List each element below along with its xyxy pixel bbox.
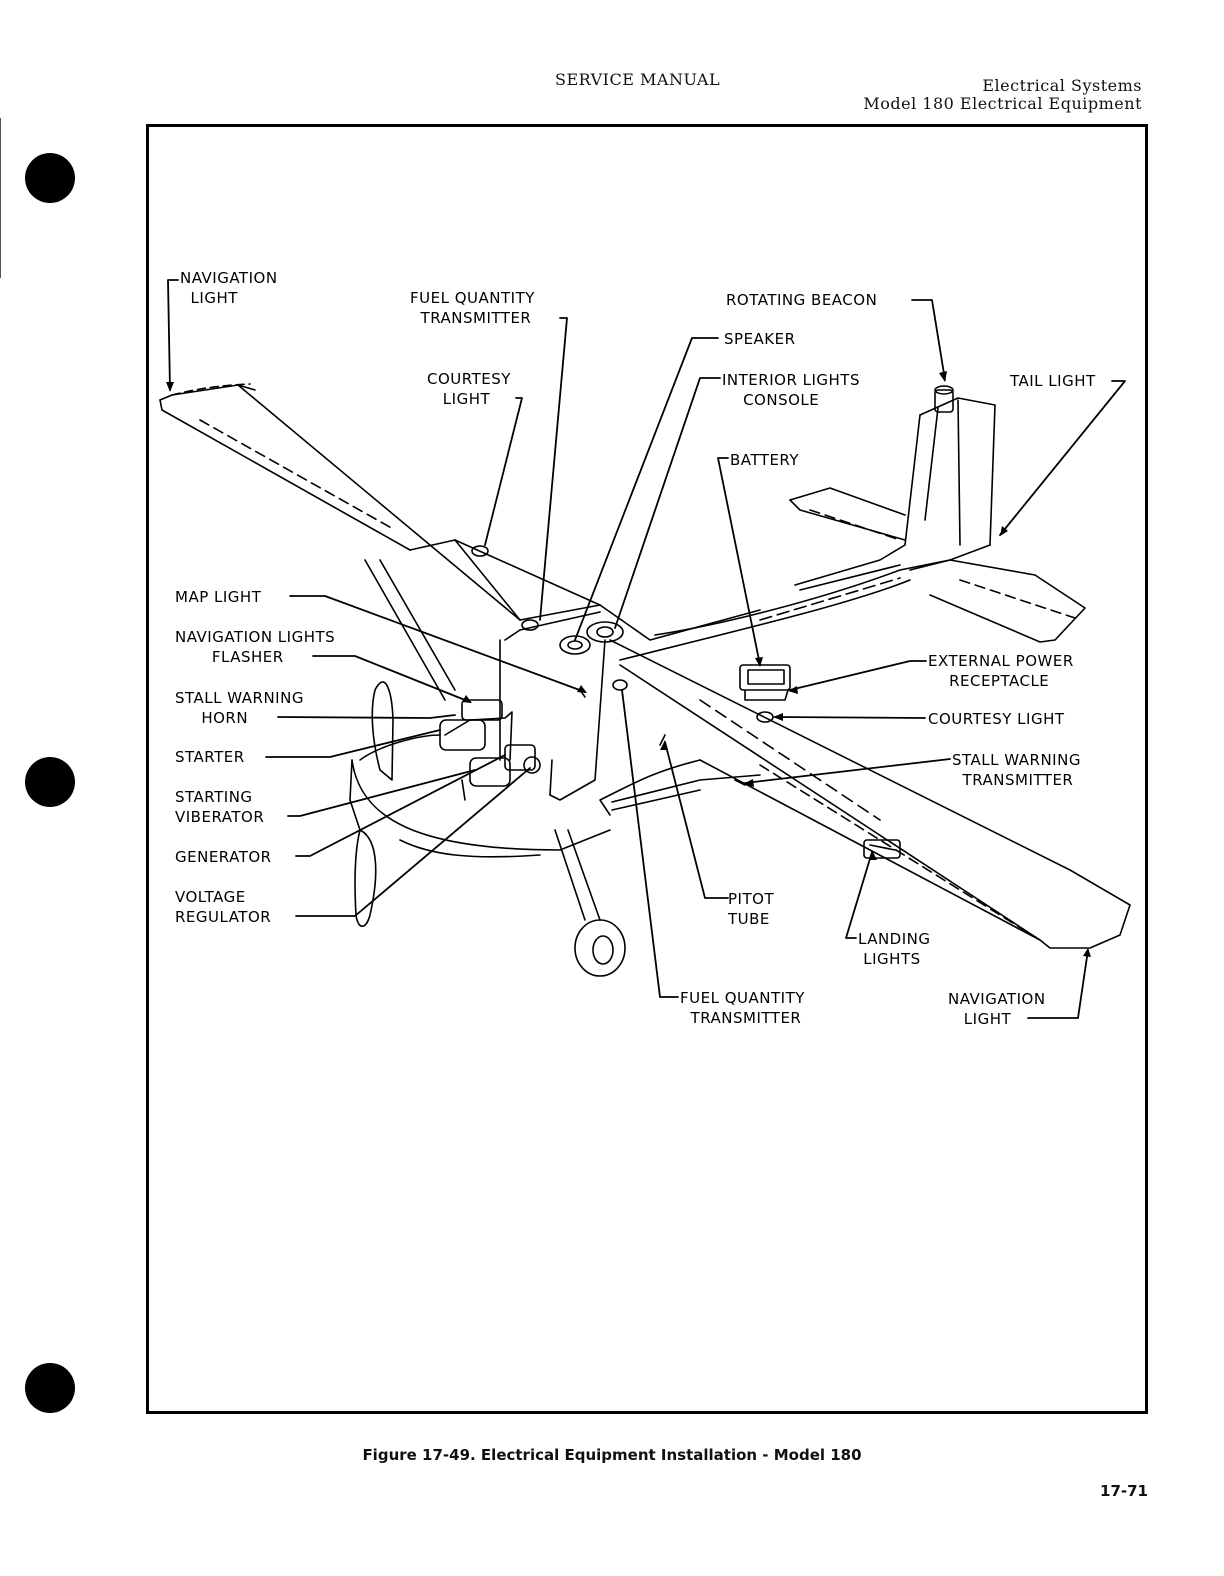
label-starter: STARTER — [175, 748, 245, 766]
header-manual-title: SERVICE MANUAL — [555, 70, 721, 89]
label-pitot-tube: PITOT TUBE — [728, 890, 775, 928]
arrowheads — [166, 371, 1091, 957]
propeller — [349, 681, 394, 928]
left-wing — [159, 383, 521, 621]
label-map-light: MAP LIGHT — [175, 588, 262, 606]
label-stall-warning-horn: STALL WARNING HORN — [175, 689, 304, 727]
label-external-power-receptacle: EXTERNAL POWER RECEPTACLE — [928, 652, 1074, 690]
label-starting-vibrator: STARTING VIBERATOR — [175, 788, 265, 826]
label-voltage-regulator: VOLTAGE REGULATOR — [175, 888, 272, 926]
figure-caption: Figure 17-49. Electrical Equipment Insta… — [362, 1446, 862, 1464]
label-navigation-lights-flasher: NAVIGATION LIGHTS FLASHER — [175, 628, 336, 666]
label-speaker: SPEAKER — [724, 330, 796, 348]
punch-hole-icon — [25, 153, 75, 203]
header-subsection-title: Model 180 Electrical Equipment — [863, 94, 1142, 113]
label-stall-warning-transmitter: STALL WARNING TRANSMITTER — [952, 751, 1081, 789]
label-fuel-quantity-transmitter-upper: FUEL QUANTITY TRANSMITTER — [410, 289, 535, 327]
label-courtesy-light-upper: COURTESY LIGHT — [427, 370, 511, 408]
punch-hole-icon — [25, 757, 75, 807]
label-generator: GENERATOR — [175, 848, 272, 866]
label-navigation-light-left: NAVIGATION LIGHT — [180, 269, 278, 307]
label-landing-lights: LANDING LIGHTS — [858, 930, 931, 968]
cabin-items — [471, 545, 901, 859]
engine-components — [439, 699, 541, 801]
struts-and-gear — [364, 559, 761, 977]
scan-edge-line — [0, 118, 1, 278]
label-tail-light: TAIL LIGHT — [1010, 372, 1096, 390]
header-section-title: Electrical Systems — [982, 76, 1142, 95]
label-rotating-beacon: ROTATING BEACON — [726, 291, 878, 309]
label-fuel-quantity-transmitter-lower: FUEL QUANTITY TRANSMITTER — [680, 989, 805, 1027]
label-courtesy-light-lower: COURTESY LIGHT — [928, 710, 1065, 728]
tail-section — [789, 385, 1086, 643]
label-navigation-light-right: NAVIGATION LIGHT — [948, 990, 1046, 1028]
figure-frame — [146, 124, 1148, 1414]
label-battery: BATTERY — [730, 451, 800, 469]
punch-hole-icon — [25, 1363, 75, 1413]
page-number: 17-71 — [1100, 1482, 1148, 1500]
leader-lines — [167, 279, 1126, 1019]
label-interior-lights-console: INTERIOR LIGHTS CONSOLE — [722, 371, 860, 409]
